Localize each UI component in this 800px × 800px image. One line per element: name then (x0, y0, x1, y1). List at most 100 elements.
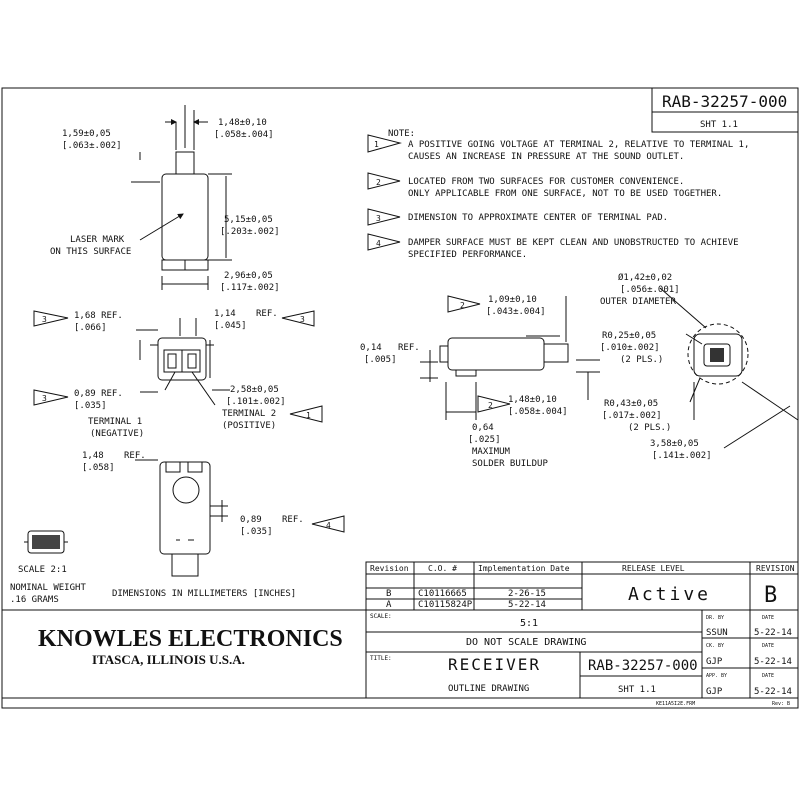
note-1-line-1: A POSITIVE GOING VOLTAGE AT TERMINAL 2, … (408, 140, 749, 150)
bottom-view (135, 459, 228, 577)
top-view (131, 105, 232, 290)
note-flag-2-number: 2 (376, 178, 381, 187)
dim-1-48-tol-inch: [.058±.004] (214, 130, 274, 140)
dim-1-68-ref: 1,68 REF. (74, 311, 123, 321)
dim-r-0-25: R0,25±0,05 (602, 331, 656, 341)
dim-1-14: 1,14 (214, 309, 236, 319)
flag-3-right (281, 310, 315, 327)
note-1-line-2: CAUSES AN INCREASE IN PRESSURE AT THE SO… (408, 152, 684, 162)
rev-row-1-rev: B (386, 589, 391, 599)
title-block (2, 609, 798, 699)
dim-0-14-inch: [.005] (364, 355, 397, 365)
approved-date: 5-22-14 (754, 687, 792, 697)
end-view (659, 287, 799, 449)
form-revision: Rev: B (772, 701, 790, 707)
dim-dia-1-42: Ø1,42±0,02 (618, 272, 672, 283)
approved-by: GJP (706, 687, 723, 697)
nominal-weight-label: NOMINAL WEIGHT (10, 583, 86, 593)
max-label: MAXIMUM (472, 447, 511, 457)
nominal-weight-value: .16 GRAMS (10, 595, 59, 605)
note-2-line-1: LOCATED FROM TWO SURFACES FOR CUSTOMER C… (408, 177, 684, 187)
rev-header-revision: Revision (370, 564, 409, 573)
dim-2-96-inch: [.117±.002] (220, 283, 280, 293)
revision-value: B (764, 583, 777, 608)
approved-date-label: DATE (762, 673, 774, 679)
note-2-line-2: ONLY APPLICABLE FROM ONE SURFACE, NOT TO… (408, 189, 722, 199)
dim-r-0-25-inch: [.010±.002] (600, 343, 660, 353)
checked-date-label: DATE (762, 643, 774, 649)
dim-1-68-inch: [.066] (74, 323, 107, 333)
dim-0-89-inch: [.035] (74, 401, 107, 411)
note-4-line-1: DAMPER SURFACE MUST BE KEPT CLEAN AND UN… (408, 238, 739, 248)
approved-by-label: APP. BY (706, 673, 727, 679)
scale-2-1-receiver (24, 530, 68, 554)
flag-2-lower (477, 395, 511, 413)
dim-2-58-inch: [.101±.002] (226, 397, 286, 407)
flag-2-upper (447, 295, 481, 313)
drawn-date-label: DATE (762, 615, 774, 621)
rev-row-2-rev: A (386, 600, 392, 610)
dim-1-14-inch: [.045] (214, 321, 247, 331)
flag-1 (289, 405, 323, 423)
laser-mark-label-2: ON THIS SURFACE (50, 247, 131, 257)
title-drawing-number: RAB-32257-000 (588, 658, 698, 674)
dim-1-09: 1,09±0,10 (488, 295, 537, 305)
note-flag-3 (367, 208, 401, 226)
dim-2-58: 2,58±0,05 (230, 385, 279, 395)
terminal-2-label: TERMINAL 2 (222, 409, 276, 419)
note-3-line-1: DIMENSION TO APPROXIMATE CENTER OF TERMI… (408, 213, 668, 223)
note-flag-4-number: 4 (376, 239, 381, 248)
rev-header-co: C.O. # (428, 564, 457, 573)
dim-1-59-inch: [.063±.002] (62, 141, 122, 151)
dim-1-48-ref-value: 1,48 (82, 451, 104, 461)
dim-0-64: 0,64 (472, 423, 494, 433)
units-note: DIMENSIONS IN MILLIMETERS [INCHES] (112, 589, 296, 599)
note-4-line-2: SPECIFIED PERFORMANCE. (408, 250, 527, 260)
note-flag-3-number: 3 (376, 214, 381, 223)
dim-1-48-tol: 1,48±0,10 (218, 118, 267, 128)
dim-3-58: 3,58±0,05 (650, 439, 699, 449)
terminal-1-label: TERMINAL 1 (88, 417, 142, 427)
flag-4-number: 4 (326, 521, 331, 530)
title-field-label: TITLE: (370, 655, 392, 662)
flag-3-lower-number: 3 (42, 394, 47, 403)
dim-3-58-inch: [.141±.002] (652, 451, 712, 461)
company-location: ITASCA, ILLINOIS U.S.A. (92, 652, 245, 667)
dim-1-09-inch: [.043±.004] (486, 307, 546, 317)
flag-1-number: 1 (306, 411, 311, 420)
checked-date: 5-22-14 (754, 657, 792, 667)
rev-header-date: Implementation Date (478, 564, 570, 573)
rev-row-1-date: 2-26-15 (508, 589, 546, 599)
do-not-scale-note: DO NOT SCALE DRAWING (466, 637, 586, 648)
note-flag-4 (367, 233, 401, 251)
flag-3-left-number: 3 (42, 315, 47, 324)
dim-1-48-side-inch: [.058±.004] (508, 407, 568, 417)
outer-diameter-label: OUTER DIAMETER (600, 297, 676, 307)
note-flag-1-number: 1 (374, 140, 379, 149)
drawing-title: RECEIVER (448, 655, 541, 674)
dim-r-0-43-places: (2 PLS.) (628, 423, 671, 433)
flag-2-lower-number: 2 (488, 401, 493, 410)
rev-header-revision-col: REVISION (756, 564, 795, 573)
dim-0-89-bottom: 0,89 (240, 515, 262, 525)
drawing-subtitle: OUTLINE DRAWING (448, 684, 529, 694)
drawn-by-label: DR. BY (706, 615, 724, 621)
rev-header-release: RELEASE LEVEL (622, 564, 685, 573)
dim-dia-1-42-inch: [.056±.001] (620, 285, 680, 295)
side-view (420, 296, 600, 420)
dim-0-14: 0,14 (360, 343, 382, 353)
note-flag-1 (367, 134, 402, 153)
dim-5-15: 5,15±0,05 (224, 215, 273, 225)
drawn-by: SSUN (706, 628, 728, 638)
dim-0-14-ref: REF. (398, 343, 420, 353)
sheet-border (1, 87, 799, 709)
dim-5-15-inch: [.203±.002] (220, 227, 280, 237)
ref-1-14: REF. (256, 309, 278, 319)
note-flag-2 (367, 172, 401, 190)
flag-2-upper-number: 2 (460, 301, 465, 310)
terminal-view (136, 318, 230, 406)
notes-title: NOTE: (388, 129, 415, 139)
dim-1-48-ref-label: REF. (124, 451, 146, 461)
